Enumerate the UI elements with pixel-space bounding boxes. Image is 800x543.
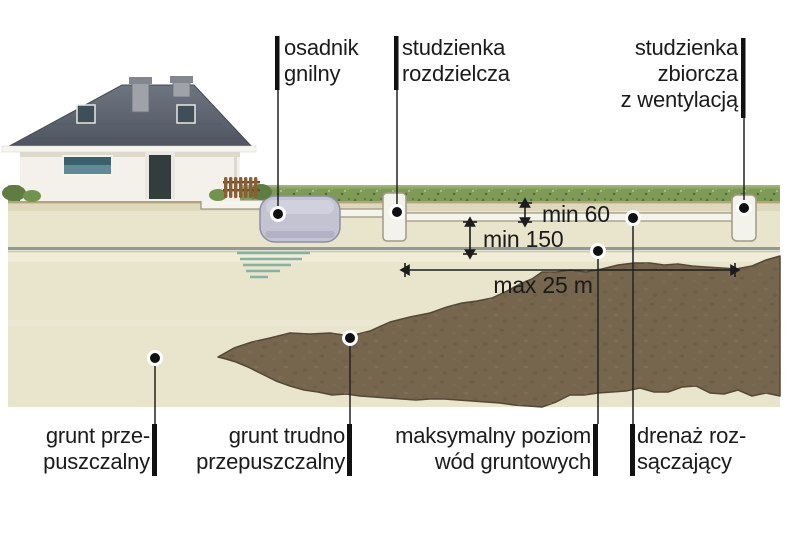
dimension-text-max25: max 25 m (493, 272, 593, 298)
label-line: przepuszczalny (196, 449, 345, 474)
label-collection-well: studzienka zbiorcza z wentylacją (620, 35, 739, 113)
label-line: wód gruntowych (434, 449, 591, 474)
label-line: maksymalny poziom (395, 423, 591, 448)
dimension-text-min60: min 60 (542, 201, 610, 227)
label-groundwater-level: maksymalny poziom wód gruntowych (395, 423, 591, 475)
impermeable-soil-layer (217, 255, 781, 408)
label-permeable-soil: grunt prze- puszczalny (43, 423, 150, 475)
skylight-icon (76, 104, 96, 124)
label-septic-tank: osadnik gnilny (284, 35, 359, 87)
house-wall (20, 152, 240, 201)
label-line: drenaż roz- (637, 423, 747, 448)
water-marks-icon (237, 251, 310, 279)
tank-to-well-pipe (337, 208, 387, 218)
label-line: gnilny (284, 61, 341, 86)
house-to-tank-pipe (200, 199, 264, 210)
house-illustration (1, 76, 272, 202)
label-line: studzienka (402, 35, 506, 60)
callout-lines (154, 90, 745, 424)
dimension-text-min150: min 150 (483, 226, 564, 252)
label-line: grunt prze- (45, 423, 150, 448)
label-line: puszczalny (43, 449, 150, 474)
callout-dots (147, 200, 752, 366)
dimension-min150 (463, 216, 477, 260)
label-line: osadnik (284, 35, 359, 60)
label-line: sączający (637, 449, 732, 474)
callout-bars (152, 36, 746, 476)
dimension-max25 (399, 263, 741, 277)
label-drainage: drenaż roz- sączający (637, 423, 746, 475)
chimney-icon (129, 76, 193, 113)
window-icon (62, 155, 113, 176)
fence-icon (223, 177, 260, 198)
label-line: rozdzielcza (402, 61, 510, 86)
roof (3, 84, 256, 150)
groundwater-line (8, 247, 780, 253)
skylight-icon (176, 104, 196, 124)
label-line: zbiorcza (657, 61, 739, 86)
label-line: z wentylacją (620, 87, 739, 112)
dimension-min60 (518, 197, 532, 228)
label-line: grunt trudno (228, 423, 345, 448)
label-distribution-well: studzienka rozdzielcza (402, 35, 510, 87)
door-icon (145, 152, 175, 199)
label-impermeable-soil: grunt trudno przepuszczalny (196, 423, 345, 475)
label-line: studzienka (634, 35, 738, 60)
